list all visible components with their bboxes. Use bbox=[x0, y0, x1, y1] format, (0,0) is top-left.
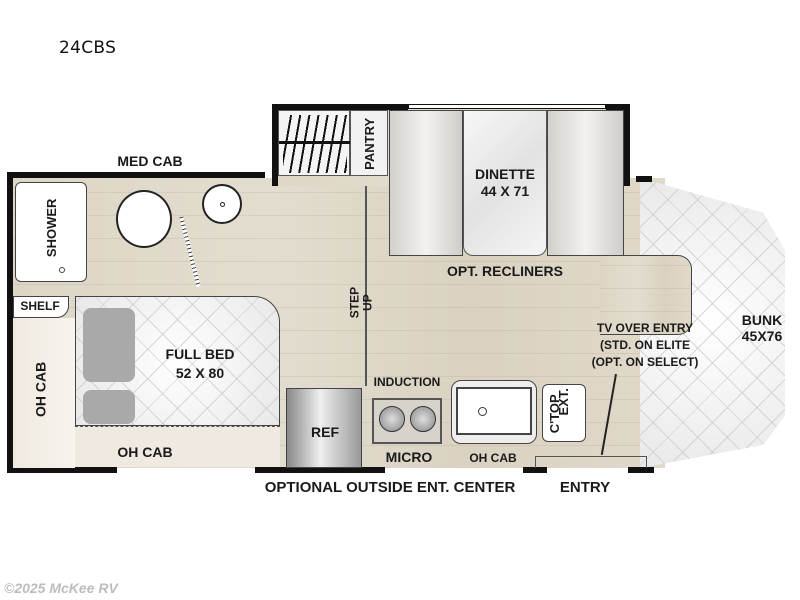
drain-icon bbox=[59, 267, 65, 273]
micro-label: MICRO bbox=[385, 449, 433, 465]
shower: SHOWER bbox=[15, 182, 87, 282]
full-bed-size: 52 X 80 bbox=[175, 365, 225, 381]
pillow-top bbox=[83, 308, 135, 382]
dinette-label: DINETTE bbox=[475, 166, 535, 182]
pantry-label: PANTRY bbox=[362, 117, 378, 170]
drain-icon bbox=[478, 407, 487, 416]
up-label: UP bbox=[360, 294, 374, 311]
bunk-label: BUNK bbox=[741, 312, 783, 328]
dinette-seat-left bbox=[389, 110, 463, 256]
induction-cooktop bbox=[372, 398, 442, 444]
wall-left bbox=[7, 172, 13, 472]
oh-cab-left-label: OH CAB bbox=[32, 361, 49, 417]
shower-label: SHOWER bbox=[44, 198, 60, 258]
dinette-table bbox=[463, 110, 547, 256]
wall-slide-top bbox=[272, 104, 408, 110]
outside-ent-center-label: OPTIONAL OUTSIDE ENT. CENTER bbox=[264, 479, 516, 496]
wall-top-left bbox=[7, 172, 265, 178]
kitchen-sink bbox=[451, 380, 537, 444]
bunk-size: 45X76 bbox=[741, 328, 783, 344]
slide-window bbox=[408, 104, 606, 109]
entry-step bbox=[535, 456, 647, 468]
tv-note-line1: TV OVER ENTRY bbox=[596, 321, 694, 335]
oh-cab-bottom-label: OH CAB bbox=[117, 444, 173, 460]
step-line bbox=[365, 186, 367, 386]
opt-recliners-label: OPT. RECLINERS bbox=[447, 263, 563, 279]
step-up-label: STEP UP bbox=[347, 278, 374, 328]
tv-note-line3: (OPT. ON SELECT) bbox=[591, 355, 699, 369]
dinette-seat-right bbox=[547, 110, 624, 256]
oh-cab-left: OH CAB bbox=[13, 318, 75, 468]
wall-top-right bbox=[636, 176, 652, 182]
full-bed-label: FULL BED bbox=[165, 346, 235, 362]
entry-label: ENTRY bbox=[559, 479, 611, 496]
countertop-extension: C'TOP EXT. bbox=[542, 384, 586, 442]
pantry-shelves bbox=[278, 110, 351, 176]
wall-bottom-left bbox=[7, 467, 117, 473]
oh-cab-sink-label: OH CAB bbox=[469, 451, 517, 465]
oh-cab-bottom: OH CAB bbox=[75, 426, 280, 467]
pantry: PANTRY bbox=[350, 110, 388, 176]
shelf-label: SHELF bbox=[20, 299, 60, 313]
sink-icon bbox=[202, 184, 242, 224]
wall-slide-right bbox=[624, 104, 630, 186]
model-title: 24CBS bbox=[59, 38, 117, 58]
ref-label: REF bbox=[311, 424, 339, 440]
shelf: SHELF bbox=[13, 296, 69, 318]
induction-label: INDUCTION bbox=[373, 375, 441, 389]
copyright-watermark: ©2025 McKee RV bbox=[4, 580, 118, 596]
pillow-bottom bbox=[83, 390, 135, 424]
wall-slide-left bbox=[272, 104, 278, 186]
floor-aisle-front bbox=[600, 255, 692, 335]
toilet-icon bbox=[116, 190, 172, 248]
tv-note-line2: (STD. ON ELITE bbox=[600, 338, 690, 352]
wall-bottom-right bbox=[523, 467, 547, 473]
ext-label: EXT. bbox=[556, 388, 572, 416]
dinette-size: 44 X 71 bbox=[480, 183, 530, 199]
med-cab-label: MED CAB bbox=[117, 153, 183, 169]
wall-bottom-entry bbox=[628, 467, 654, 473]
wall-slide-top-right bbox=[606, 104, 630, 110]
refrigerator: REF bbox=[286, 388, 362, 468]
wall-bottom-mid bbox=[255, 467, 385, 473]
